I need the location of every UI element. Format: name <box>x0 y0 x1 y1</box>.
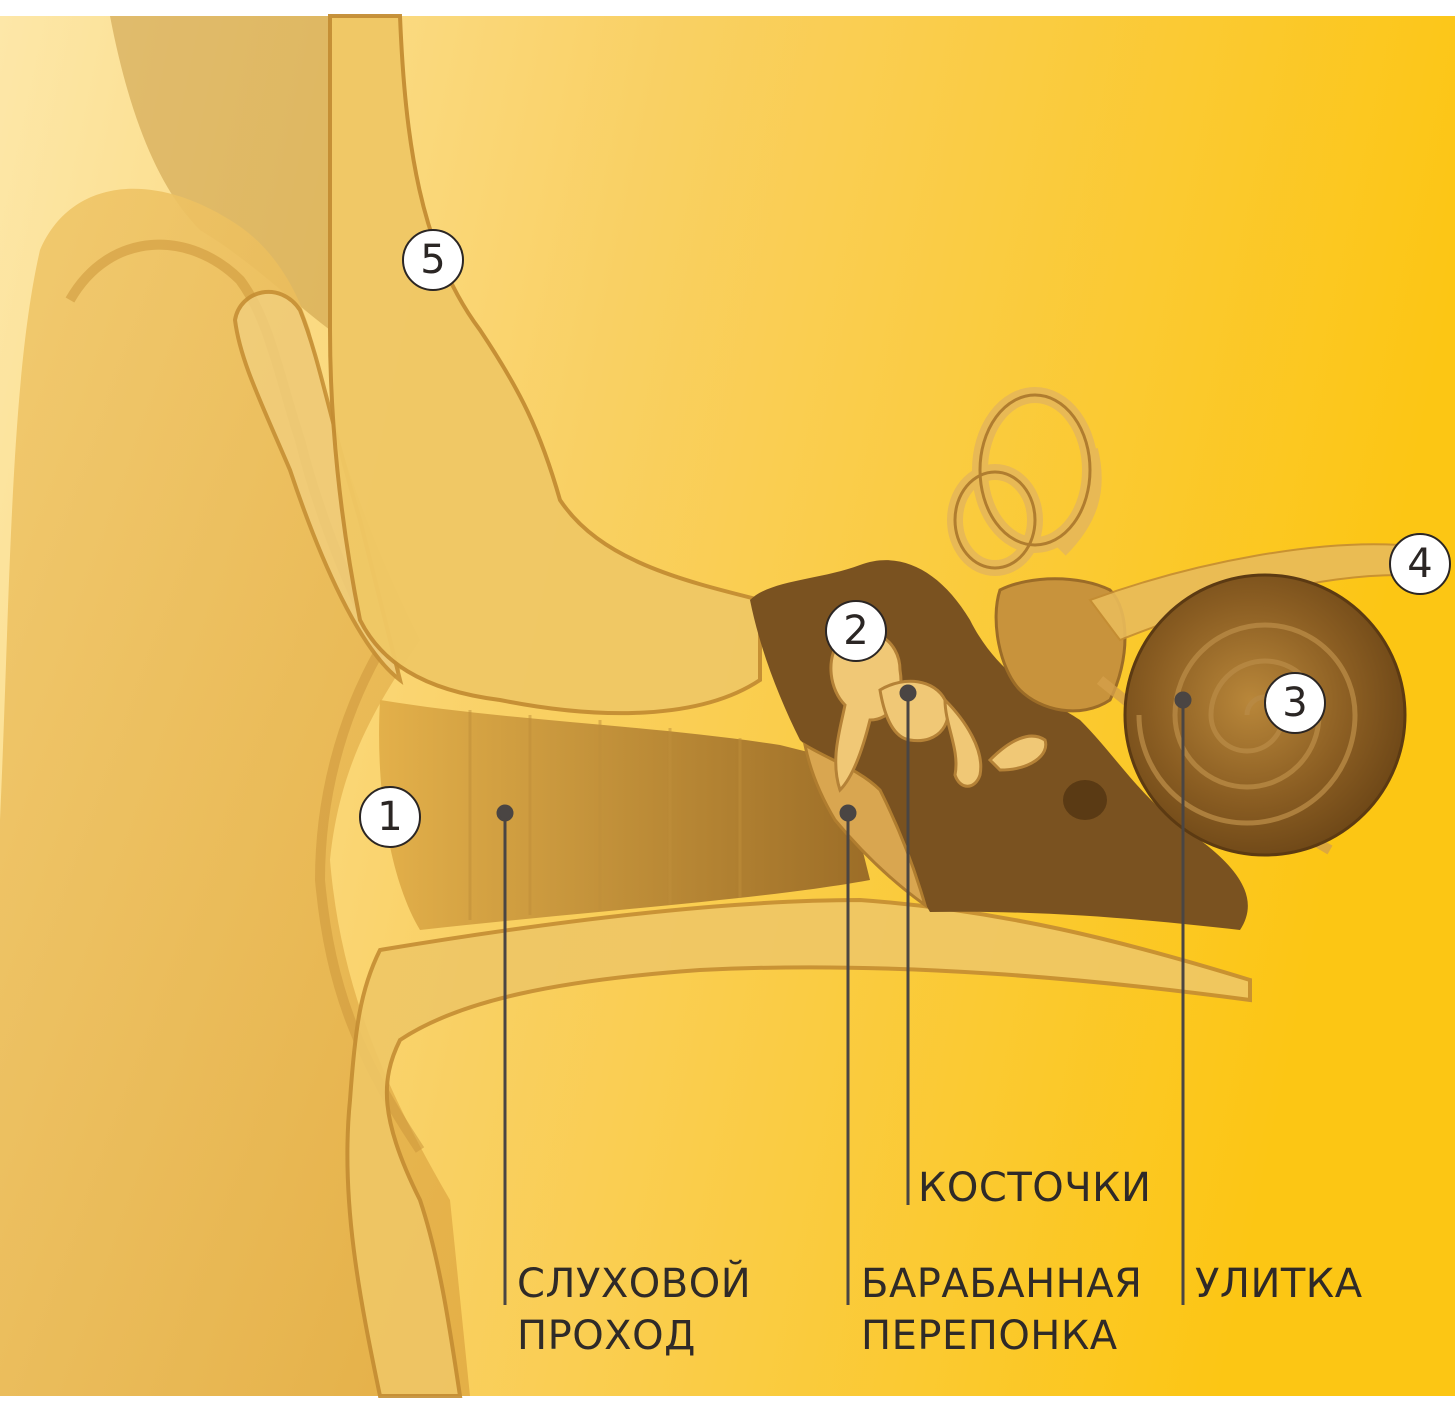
cochlea-spiral <box>1125 575 1405 855</box>
label-cochlea: УЛИТКА <box>1195 1258 1363 1310</box>
marker-3: 3 <box>1264 672 1326 734</box>
marker-4: 4 <box>1389 533 1451 595</box>
label-ossicles: КОСТОЧКИ <box>918 1162 1151 1214</box>
leader-dot-cochlea <box>1176 693 1190 707</box>
label-eardrum: БАРАБАННАЯ ПЕРЕПОНКА <box>861 1258 1142 1362</box>
label-ear-canal: СЛУХОВОЙ ПРОХОД <box>517 1258 751 1362</box>
marker-1: 1 <box>359 786 421 848</box>
marker-5: 5 <box>402 229 464 291</box>
label-eardrum-line1: БАРАБАННАЯ <box>861 1258 1142 1310</box>
label-cochlea-line1: УЛИТКА <box>1195 1258 1363 1310</box>
label-eardrum-line2: ПЕРЕПОНКА <box>861 1310 1142 1362</box>
leader-dot-ear-canal <box>498 806 512 820</box>
label-ossicles-line1: КОСТОЧКИ <box>918 1162 1151 1214</box>
round-window <box>1063 780 1107 820</box>
leader-dot-eardrum <box>841 806 855 820</box>
label-ear-canal-line2: ПРОХОД <box>517 1310 751 1362</box>
label-ear-canal-line1: СЛУХОВОЙ <box>517 1258 751 1310</box>
marker-2: 2 <box>825 600 887 662</box>
leader-dot-ossicles <box>901 686 915 700</box>
top-white-strip <box>0 0 1455 16</box>
bottom-white-strip <box>0 1396 1455 1411</box>
